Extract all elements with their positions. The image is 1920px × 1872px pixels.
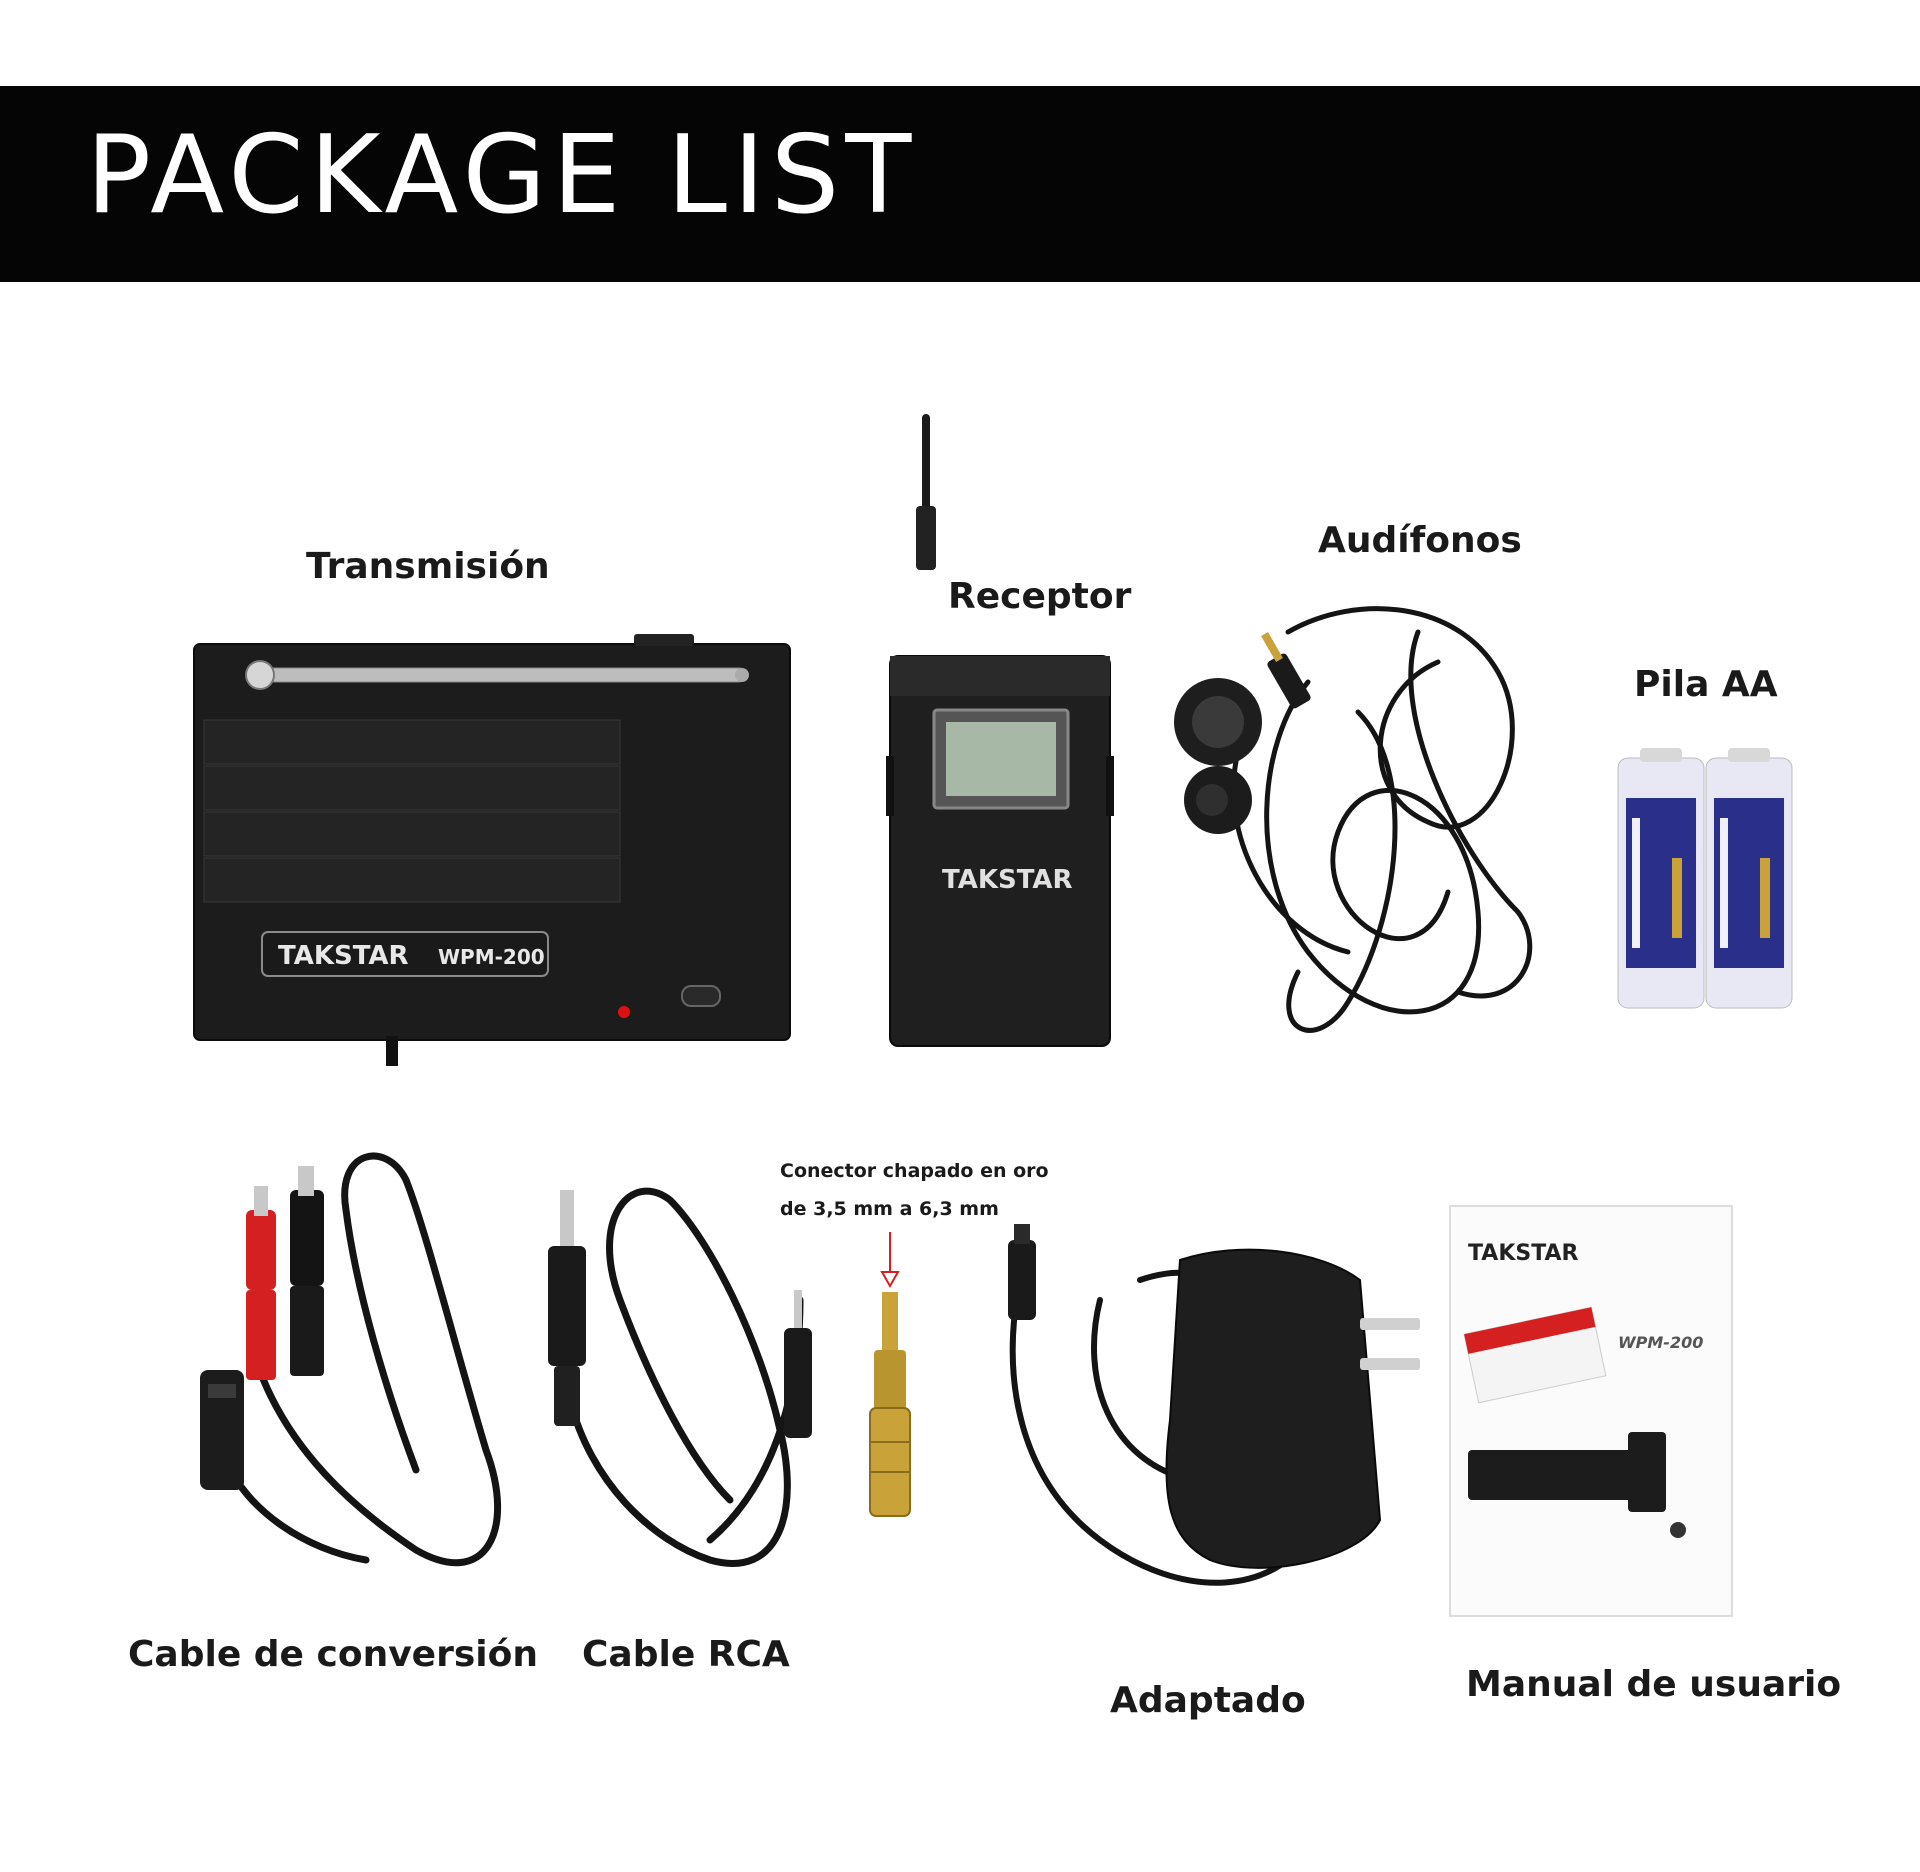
page-title: PACKAGE LIST [86,113,918,238]
header-banner: PACKAGE LIST [0,86,1920,282]
transmitter-image: TAKSTAR WPM-200 [193,630,794,1070]
label-gold-connector-line1: Conector chapado en oro [780,1160,1049,1182]
conversion-cable-image [186,1150,516,1580]
adapter-image [960,1220,1430,1620]
transmitter-model: WPM-200 [438,945,545,969]
gold-connector-image [860,1232,920,1532]
receiver-brand: TAKSTAR [942,865,1073,895]
label-manual: Manual de usuario [1466,1664,1842,1705]
label-conversion-cable: Cable de conversión [128,1634,538,1675]
label-transmitter: Transmisión [306,546,550,587]
transmitter-brand: TAKSTAR [278,941,409,971]
label-rca-cable: Cable RCA [582,1634,790,1675]
label-earphones: Audífonos [1318,520,1522,561]
label-adapter: Adaptado [1110,1680,1306,1721]
receiver-image: TAKSTAR [886,410,1122,1050]
earphones-image [1158,592,1558,1072]
label-receiver: Receptor [948,576,1132,617]
manual-model: WPM-200 [1618,1333,1703,1352]
manual-image: TAKSTAR WPM-200 [1448,1200,1738,1620]
rca-cable-image [530,1180,820,1600]
label-battery: Pila AA [1634,664,1778,705]
label-gold-connector-line2: de 3,5 mm a 6,3 mm [780,1198,999,1220]
battery-image [1612,748,1802,1016]
manual-brand: TAKSTAR [1468,1241,1579,1266]
